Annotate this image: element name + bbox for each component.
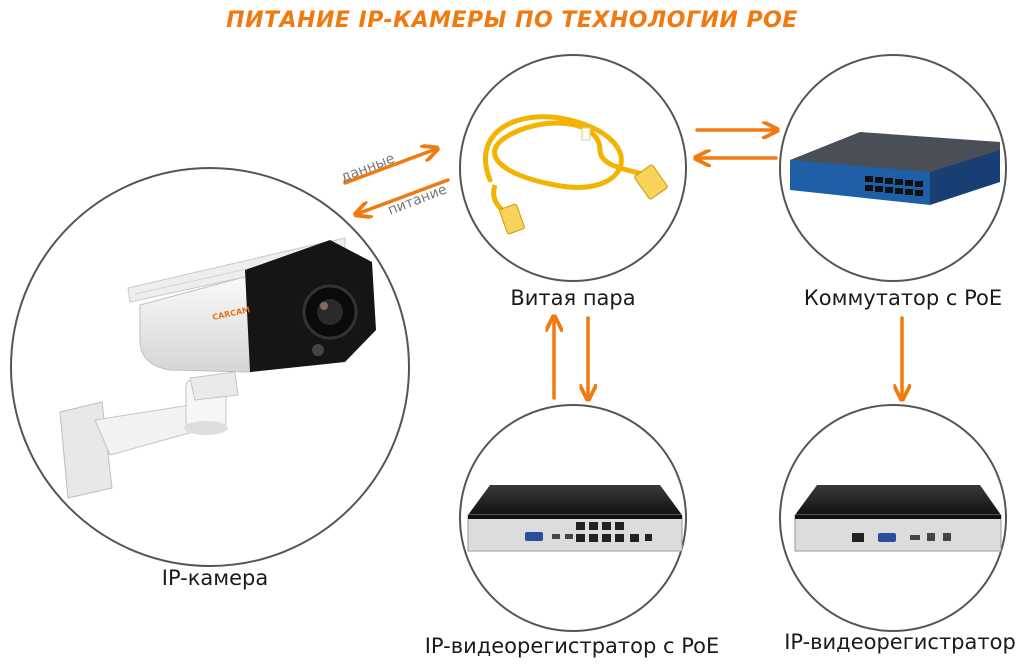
- nvr-poe-image: [467, 485, 683, 552]
- page-title: ПИТАНИЕ IP-КАМЕРЫ ПО ТЕХНОЛОГИИ POE: [226, 8, 798, 33]
- power-arrow: [357, 178, 450, 214]
- poe-switch-image: [790, 132, 1000, 205]
- power-flow-label: питание: [386, 182, 449, 219]
- twisted-pair-image: [482, 114, 668, 235]
- nvr-image: [794, 485, 1002, 552]
- data-flow-label: данные: [339, 151, 397, 186]
- switch-label: Коммутатор с PoE: [803, 286, 1003, 310]
- nvr-poe-label: IP-видеорегистратор с PoE: [424, 634, 720, 658]
- data-arrow: [343, 149, 436, 185]
- ip-camera-image: CARCAM: [59, 237, 376, 499]
- camera-label: IP-камера: [161, 566, 269, 590]
- nvr-label: IP-видеорегистратор: [784, 630, 1016, 654]
- arrows: [343, 130, 902, 398]
- cable-label: Витая пара: [510, 286, 636, 310]
